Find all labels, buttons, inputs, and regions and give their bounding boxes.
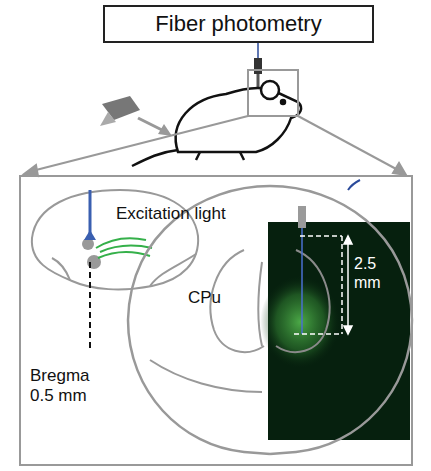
coronal-outline [128, 186, 270, 454]
zoom-arrows [24, 116, 406, 176]
depth-bracket [294, 236, 342, 334]
commissure-outline [150, 360, 262, 392]
fiber-cable [257, 42, 259, 60]
bregma-line [89, 262, 91, 350]
title-box: Fiber photometry [103, 5, 374, 43]
fiber-track [301, 228, 303, 334]
fiber-cable [348, 180, 360, 190]
stimulus-label: Excitation light [116, 204, 276, 224]
camera-icon [100, 96, 172, 136]
light-arrow [84, 230, 96, 240]
title-text: Fiber photometry [155, 11, 321, 37]
fiber-connector [254, 58, 262, 74]
region-label: CPu [188, 288, 238, 308]
depth-arrow [344, 236, 352, 334]
zoom-box [248, 70, 298, 116]
coordinate-label: Bregma 0.5 mm [30, 366, 102, 407]
dimension-label: 2.5 mm [354, 254, 394, 292]
coronal-outline [270, 186, 412, 454]
panel-box [20, 176, 412, 465]
implanted-fiber [298, 206, 306, 228]
